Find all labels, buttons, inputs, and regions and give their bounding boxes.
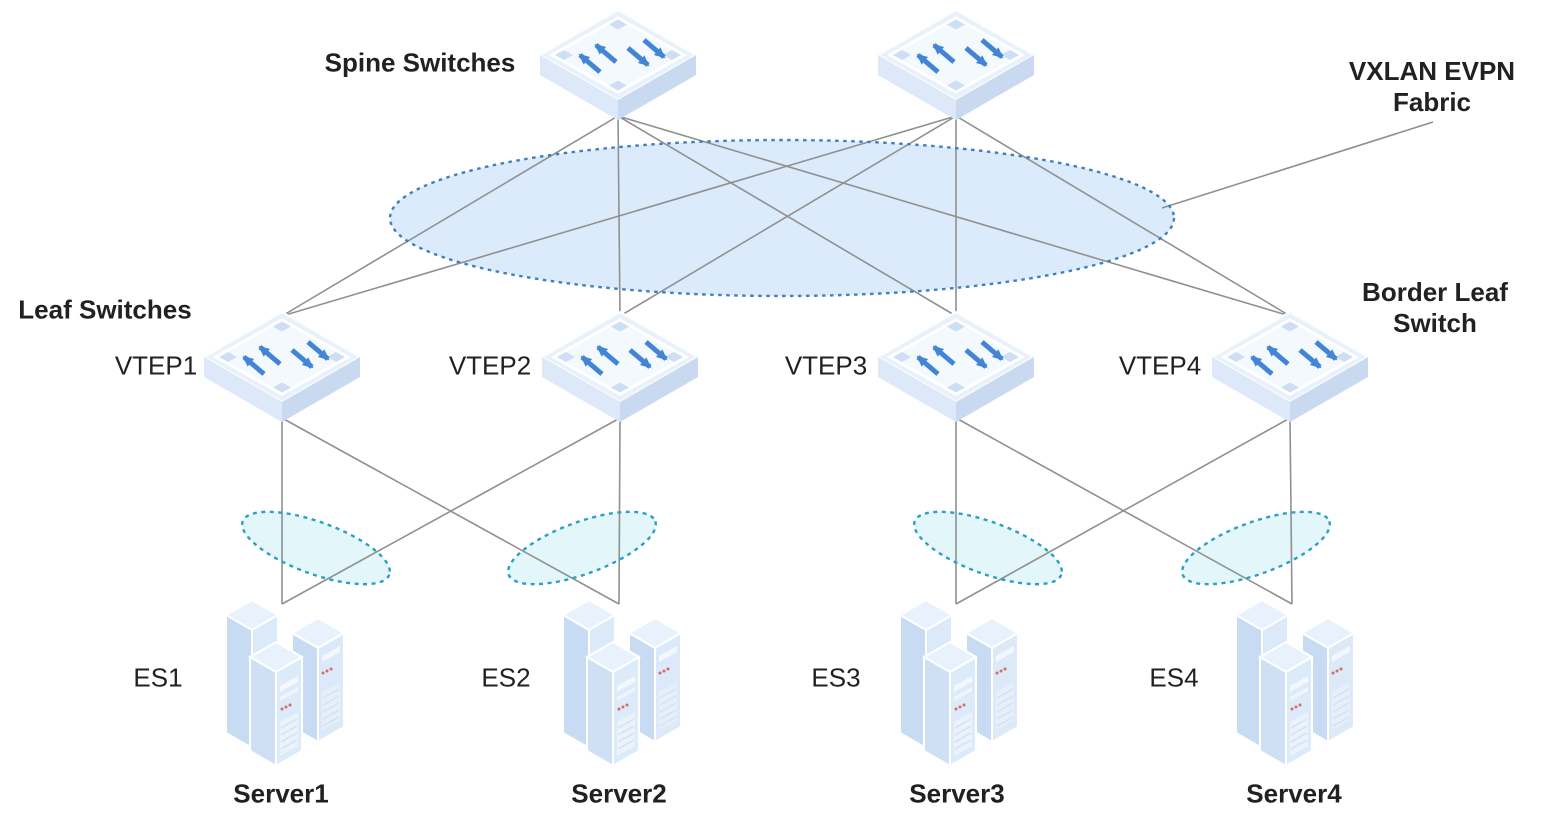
vtep3-label: VTEP3 [784,350,868,381]
link-lines [281,115,1434,605]
vtep4-label: VTEP4 [1118,350,1202,381]
es3-ellipse-outline [912,510,1064,586]
link-vtep4-server4 [1289,417,1293,605]
es3-label: ES3 [811,662,861,693]
vxlan-fabric-label-line2: Fabric [1392,87,1472,117]
fabric-callout-line [1161,121,1434,209]
vtep2-switch-icon [542,312,698,422]
es2-label: ES2 [481,662,531,693]
es1-ellipse [242,511,390,585]
es1-label: ES1 [133,662,183,693]
link-spine1-vtep1 [281,115,619,317]
es2-ellipse-outline [506,510,658,586]
border-leaf-switch-label-line1: Border Leaf [1362,277,1508,307]
link-vtep2-server2 [618,417,621,605]
es1-ellipse-outline [240,510,392,586]
vxlan-fabric-label-line1: VXLAN EVPN [1348,56,1516,86]
vtep4-switch-icon [1212,312,1368,422]
border-leaf-switch-label: Border Leaf Switch [1362,277,1508,339]
server2-icon [562,599,682,767]
vxlan-fabric-label: VXLAN EVPN Fabric [1349,56,1515,118]
vxlan-fabric-ellipse-outline [388,138,1176,298]
server2-label: Server2 [571,778,667,809]
server3-label: Server3 [909,778,1005,809]
leaf-switches-label: Leaf Switches [18,294,192,325]
es4-label: ES4 [1149,662,1199,693]
spine-switch-2-icon [878,10,1034,120]
server4-label: Server4 [1246,778,1342,809]
server3-icon [899,599,1019,767]
link-spine1-vtep4 [617,115,1291,317]
server1-icon [225,599,345,767]
es4-ellipse [1182,511,1330,585]
vtep2-label: VTEP2 [448,350,532,381]
link-spine2-vtep2 [619,115,957,317]
spine-switches-label: Spine Switches [324,47,516,78]
link-vtep2-server1 [281,417,621,605]
server1-label: Server1 [233,778,329,809]
link-spine2-vtep4 [955,115,1291,317]
link-spine2-vtep1 [281,115,957,317]
vxlan-fabric-ellipse [390,140,1174,296]
spine-switch-1-icon [540,10,696,120]
link-vtep4-server3 [955,417,1291,605]
vtep1-label: VTEP1 [114,350,198,381]
es4-ellipse-outline [1180,510,1332,586]
vtep1-switch-icon [204,312,360,422]
border-leaf-switch-label-line2: Switch [1393,308,1477,338]
server4-icon [1235,599,1355,767]
vtep3-switch-icon [878,312,1034,422]
